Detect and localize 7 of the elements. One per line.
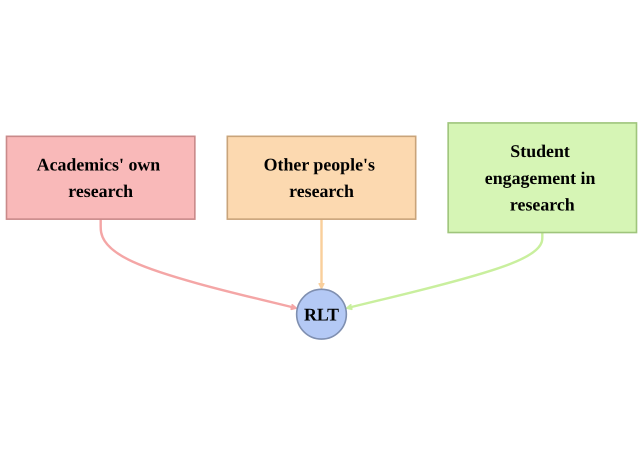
node-circle: RLT (296, 288, 348, 340)
arrow (345, 232, 544, 310)
arrow (99, 219, 298, 310)
node-box: Student engagement in research (447, 122, 638, 234)
node-box: Academics' own research (6, 136, 196, 220)
arrow (318, 219, 326, 290)
node-box: Other people's research (226, 136, 416, 220)
